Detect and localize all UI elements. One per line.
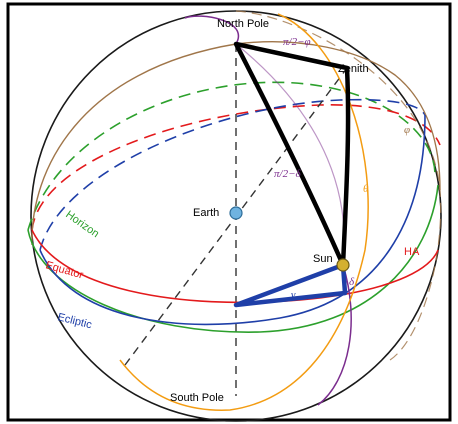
zenith-angle-label: θ xyxy=(363,183,369,195)
zenith-label: Zenith xyxy=(338,63,369,75)
ecliptic-back xyxy=(39,98,426,251)
ecliptic-front xyxy=(39,114,426,326)
earth-dot-icon xyxy=(229,206,243,220)
equator-back xyxy=(31,104,441,231)
ecliptic-label: Ecliptic xyxy=(56,311,93,331)
meridian-sun xyxy=(119,13,369,411)
sun-triangle xyxy=(233,262,348,308)
phi-label: φ xyxy=(404,124,410,136)
earth-label: Earth xyxy=(193,207,219,219)
sun-dot-icon xyxy=(336,258,350,272)
codeclination-label: π/2−δ xyxy=(274,168,301,180)
equator-label: Equator xyxy=(44,259,85,281)
frame-border xyxy=(6,2,452,422)
gamma-label: γ xyxy=(291,289,296,301)
brown-circle-front xyxy=(31,41,441,246)
sun-label: Sun xyxy=(313,253,333,265)
north-pole-label: North Pole xyxy=(217,18,269,30)
horizon-back xyxy=(27,81,436,231)
horizon-front xyxy=(27,184,439,333)
spherical-triangle xyxy=(233,41,351,268)
ha-label: HA xyxy=(404,246,420,258)
horizon-label: Horizon xyxy=(63,209,101,241)
south-pole-label: South Pole xyxy=(170,392,224,404)
meridian-poles xyxy=(184,15,352,406)
delta-label: δ xyxy=(349,276,355,288)
colatitude-label: π/2−φ xyxy=(283,36,311,48)
